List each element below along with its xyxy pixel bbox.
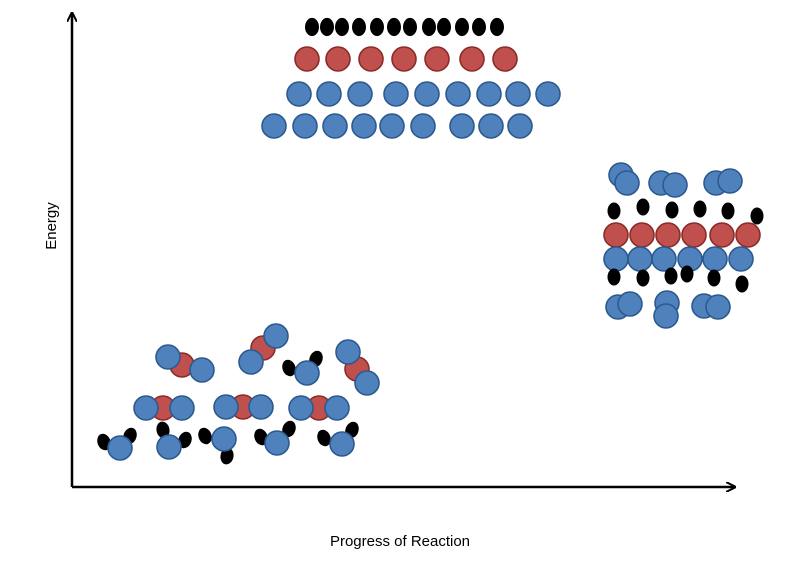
blue-atom <box>354 370 380 396</box>
hydrogen-atom <box>735 275 749 293</box>
hydrogen-atom <box>422 17 436 37</box>
blue-atom <box>292 113 318 139</box>
hydrogen-atom <box>490 17 504 37</box>
hydrogen-atom <box>437 17 451 37</box>
blue-atom <box>133 395 159 421</box>
blue-atom <box>169 395 195 421</box>
hydrogen-atom <box>665 201 679 219</box>
hydrogen-atom <box>636 198 650 216</box>
blue-atom <box>383 81 409 107</box>
blue-atom <box>335 339 361 365</box>
blue-atom <box>535 81 561 107</box>
red-atom <box>681 222 707 248</box>
hydrogen-atom <box>387 17 401 37</box>
blue-atom <box>651 246 677 272</box>
blue-atom <box>478 113 504 139</box>
hydrogen-atom <box>305 17 319 37</box>
blue-atom <box>248 394 274 420</box>
hydrogen-atom <box>198 427 212 445</box>
hydrogen-atom <box>680 265 694 283</box>
blue-atom <box>211 426 237 452</box>
blue-atom <box>617 291 643 317</box>
blue-atom <box>264 430 290 456</box>
red-atom <box>358 46 384 72</box>
hydrogen-atom <box>472 17 486 37</box>
blue-atom <box>476 81 502 107</box>
hydrogen-atom <box>455 17 469 37</box>
red-atom <box>629 222 655 248</box>
red-atom <box>459 46 485 72</box>
hydrogen-atom <box>664 267 678 285</box>
hydrogen-atom <box>282 420 296 438</box>
blue-atom <box>156 434 182 460</box>
hydrogen-atom <box>607 202 621 220</box>
hydrogen-atom <box>320 17 334 37</box>
red-atom <box>709 222 735 248</box>
hydrogen-atom <box>335 17 349 37</box>
blue-atom <box>410 113 436 139</box>
blue-atom <box>288 395 314 421</box>
blue-atom <box>653 303 679 329</box>
hydrogen-atom <box>636 269 650 287</box>
red-atom <box>391 46 417 72</box>
hydrogen-atom <box>156 421 170 439</box>
red-atom <box>735 222 761 248</box>
blue-atom <box>728 246 754 272</box>
blue-atom <box>286 81 312 107</box>
blue-atom <box>414 81 440 107</box>
blue-atom <box>627 246 653 272</box>
hydrogen-atom <box>178 431 192 449</box>
product-molecules <box>603 162 764 329</box>
blue-atom <box>294 360 320 386</box>
blue-atom <box>717 168 743 194</box>
hydrogen-atom <box>750 207 764 225</box>
red-atom <box>325 46 351 72</box>
transition-state-atoms <box>261 17 561 139</box>
blue-atom <box>507 113 533 139</box>
blue-atom <box>347 81 373 107</box>
blue-atom <box>445 81 471 107</box>
blue-atom <box>238 349 264 375</box>
hydrogen-atom <box>721 202 735 220</box>
blue-atom <box>213 394 239 420</box>
blue-atom <box>351 113 377 139</box>
blue-atom <box>329 431 355 457</box>
blue-atom <box>603 246 629 272</box>
blue-atom <box>322 113 348 139</box>
reactant-molecules <box>97 323 380 465</box>
blue-atom <box>614 170 640 196</box>
hydrogen-atom <box>282 359 296 377</box>
hydrogen-atom <box>693 200 707 218</box>
red-atom <box>424 46 450 72</box>
blue-atom <box>155 344 181 370</box>
blue-atom <box>505 81 531 107</box>
red-atom <box>603 222 629 248</box>
blue-atom <box>189 357 215 383</box>
blue-atom <box>324 395 350 421</box>
blue-atom <box>263 323 289 349</box>
hydrogen-atom <box>607 268 621 286</box>
red-atom <box>492 46 518 72</box>
blue-atom <box>449 113 475 139</box>
hydrogen-atom <box>220 447 234 465</box>
blue-atom <box>316 81 342 107</box>
red-atom <box>655 222 681 248</box>
blue-atom <box>107 435 133 461</box>
x-axis-label: Progress of Reaction <box>330 533 470 550</box>
blue-atom <box>662 172 688 198</box>
hydrogen-atom <box>707 269 721 287</box>
blue-atom <box>379 113 405 139</box>
blue-atom <box>261 113 287 139</box>
blue-atom <box>702 246 728 272</box>
red-atom <box>294 46 320 72</box>
blue-atom <box>705 294 731 320</box>
y-axis-label: Energy <box>43 202 60 250</box>
hydrogen-atom <box>370 17 384 37</box>
hydrogen-atom <box>317 429 331 447</box>
hydrogen-atom <box>403 17 417 37</box>
hydrogen-atom <box>352 17 366 37</box>
